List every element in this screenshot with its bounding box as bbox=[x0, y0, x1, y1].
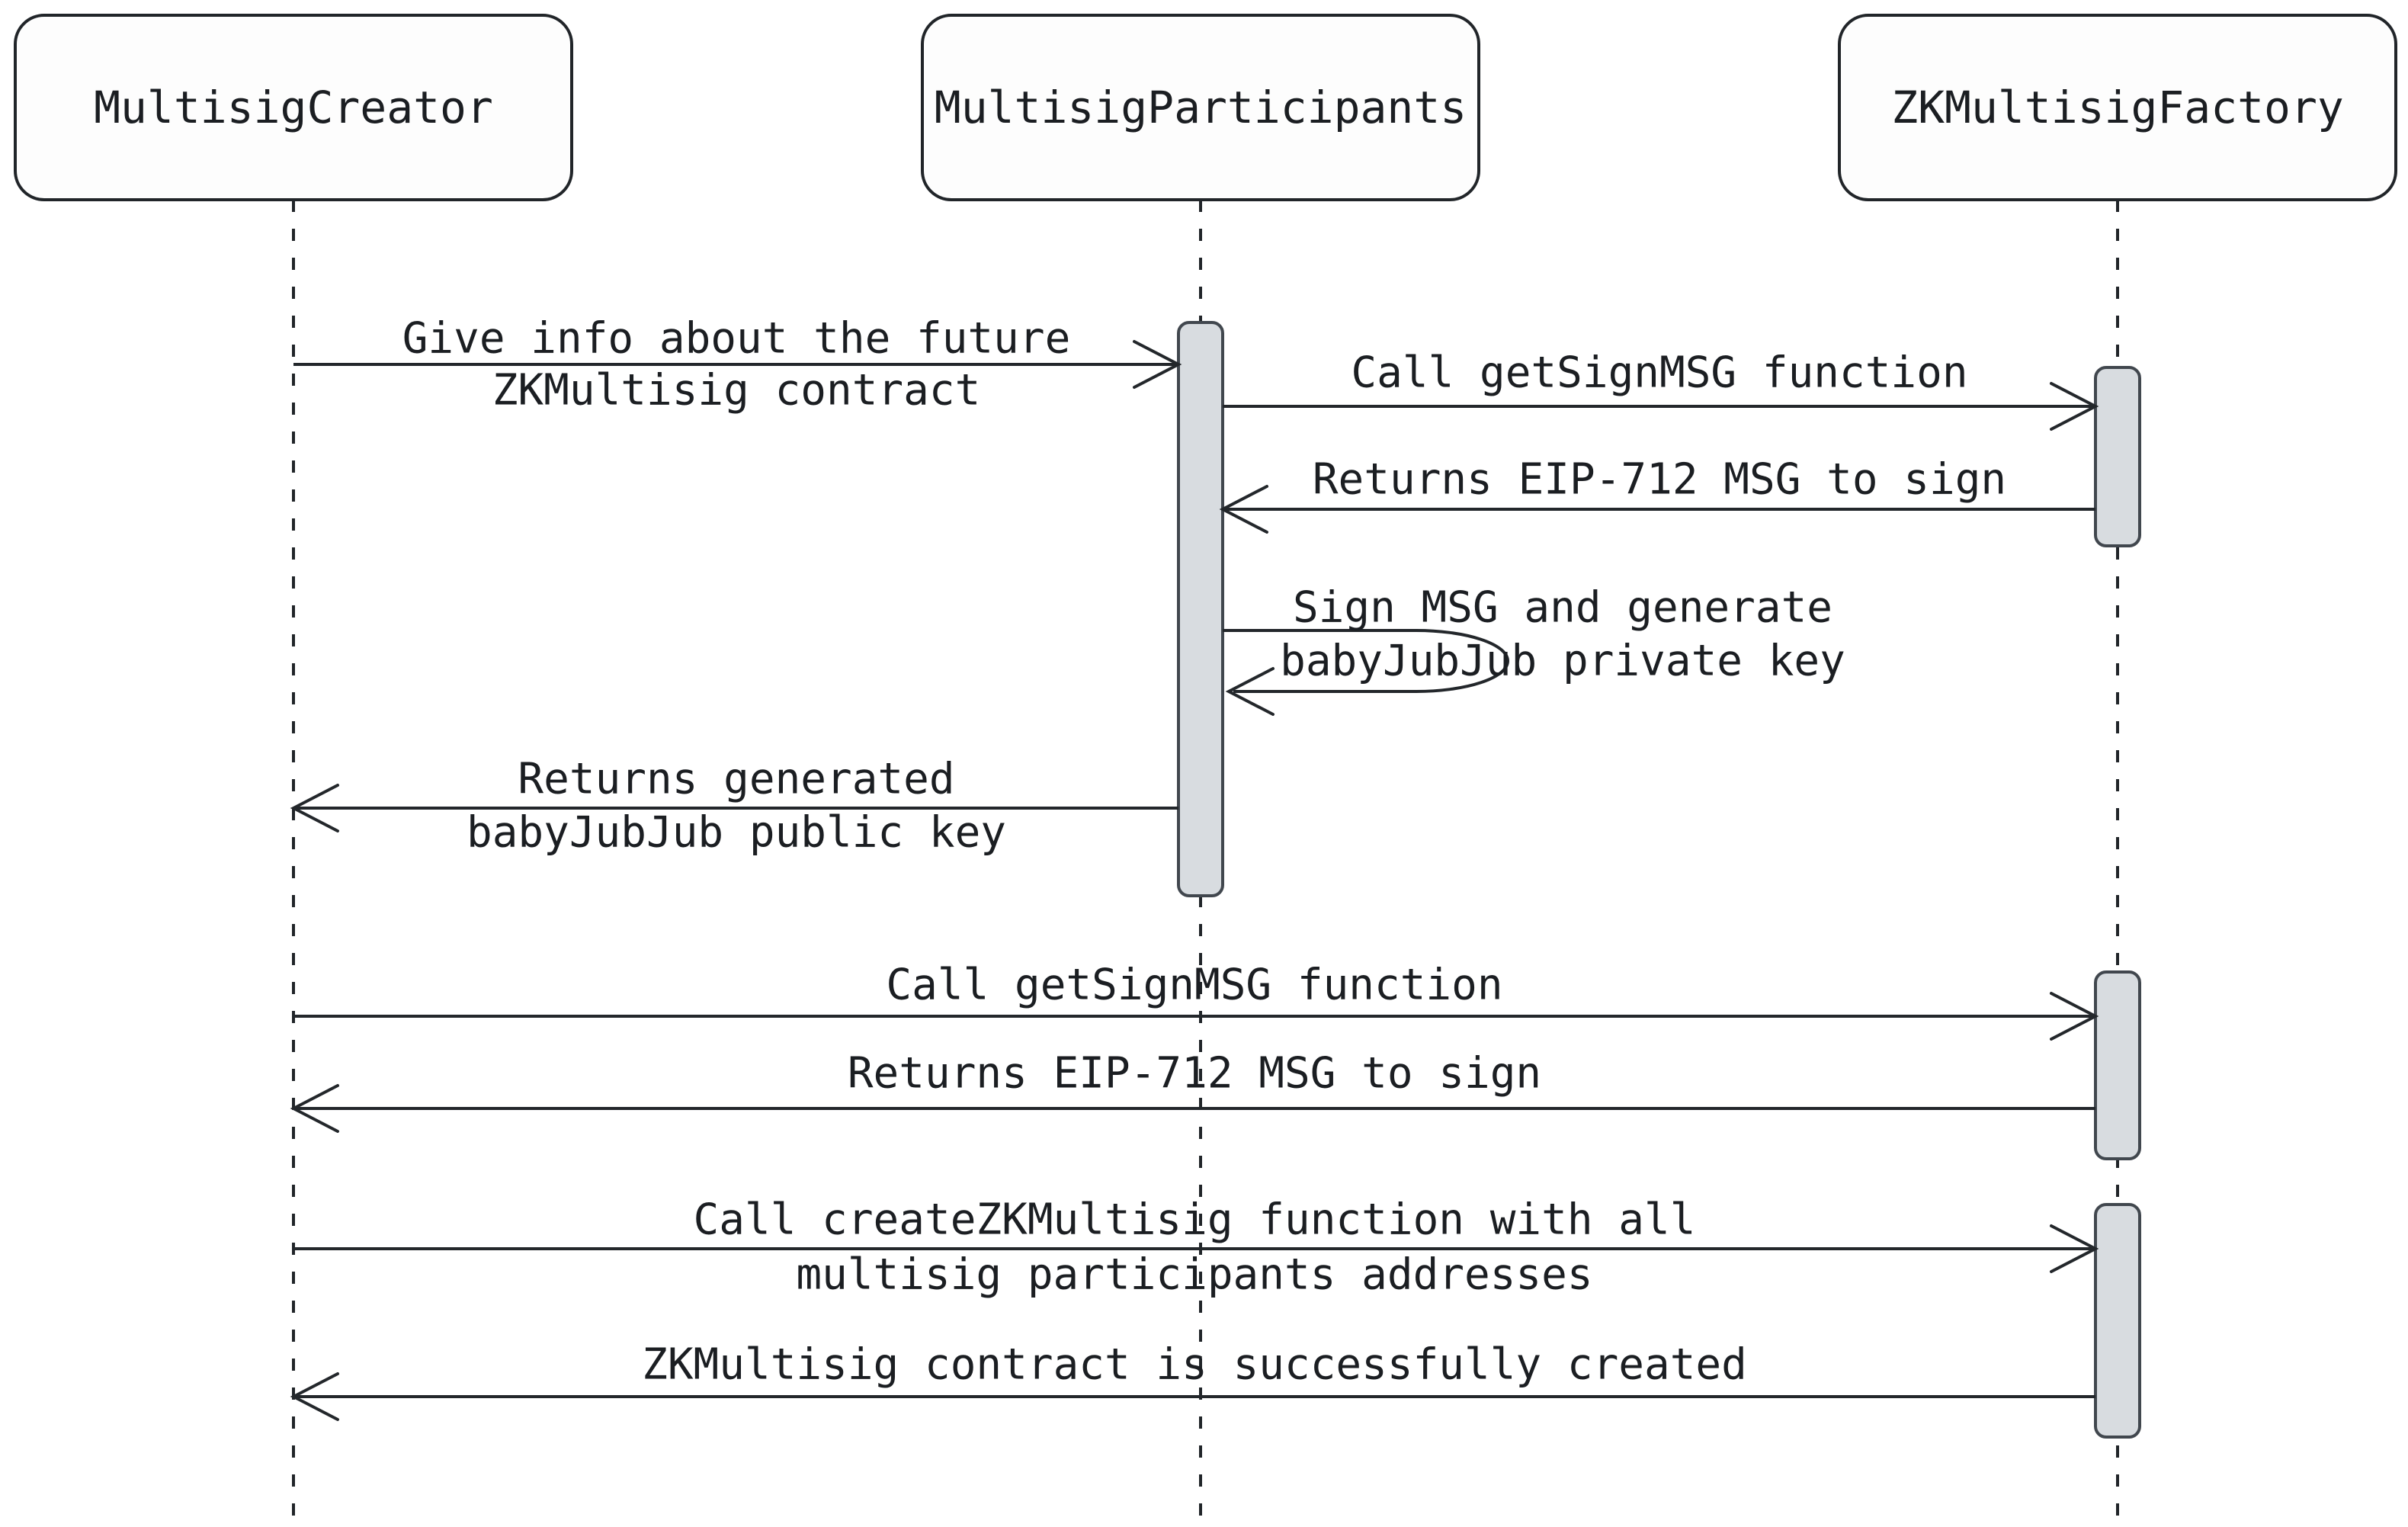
actor-box-creator-rect bbox=[14, 14, 573, 201]
arrow-left-icon bbox=[290, 1084, 339, 1133]
arrow-left-icon bbox=[290, 1372, 339, 1421]
message-returns-eip712-1: Returns EIP-712 MSG to sign bbox=[1219, 455, 2095, 534]
activation-bar-factory-1 bbox=[2094, 366, 2141, 547]
arrow-left-icon bbox=[1219, 485, 1268, 534]
message-call-createzkmultisig: Call createZKMultisig function with all … bbox=[293, 1195, 2099, 1300]
message-call-getsignmsg-1: Call getSignMSG function bbox=[1223, 348, 2099, 431]
message-returns-public-key: Returns generated babyJubJub public key bbox=[290, 755, 1178, 858]
message-text: Call getSignMSG function bbox=[1351, 348, 1967, 398]
activation-bars bbox=[1177, 321, 2141, 1439]
activation-bar-participants bbox=[1177, 321, 1224, 897]
arrow-right-icon bbox=[2050, 992, 2099, 1041]
activation-bar-factory-3 bbox=[2094, 1203, 2141, 1439]
actor-label-factory: ZKMultisigFactory bbox=[1891, 82, 2344, 133]
message-text: Give info about the future bbox=[402, 314, 1071, 364]
message-text: babyJubJub private key bbox=[1280, 637, 1845, 686]
message-text: Sign MSG and generate bbox=[1293, 583, 1832, 633]
message-text: Returns generated bbox=[518, 755, 954, 804]
arrow-right-icon bbox=[2050, 1224, 2099, 1273]
message-call-getsignmsg-2: Call getSignMSG function bbox=[293, 961, 2099, 1041]
actor-boxes: MultisigCreator MultisigParticipants ZKM… bbox=[14, 14, 2397, 201]
message-text: Call getSignMSG function bbox=[886, 961, 1502, 1010]
activation-bar-factory-2 bbox=[2094, 970, 2141, 1160]
actor-box-participants: MultisigParticipants bbox=[921, 14, 1480, 201]
actor-label-creator: MultisigCreator bbox=[94, 82, 493, 133]
message-text: Returns EIP-712 MSG to sign bbox=[848, 1049, 1541, 1099]
actor-box-factory: ZKMultisigFactory bbox=[1838, 14, 2397, 201]
message-give-info: Give info about the future ZKMultisig co… bbox=[293, 314, 1182, 415]
arrow-left-icon bbox=[1225, 667, 1275, 716]
message-text: Call createZKMultisig function with all bbox=[694, 1195, 1696, 1245]
message-text: multisig participants addresses bbox=[796, 1250, 1592, 1300]
message-text: ZKMultisig contract bbox=[492, 366, 981, 415]
message-text: ZKMultisig contract is successfully crea… bbox=[642, 1340, 1747, 1390]
arrow-left-icon bbox=[290, 784, 339, 832]
message-contract-created: ZKMultisig contract is successfully crea… bbox=[290, 1340, 2095, 1421]
actor-box-factory-rect bbox=[1838, 14, 2397, 201]
message-sign-msg-self-loop: Sign MSG and generate babyJubJub private… bbox=[1223, 583, 1845, 716]
self-loop-line bbox=[1223, 629, 1509, 693]
arrow-right-icon bbox=[2050, 382, 2099, 431]
actor-label-participants: MultisigParticipants bbox=[935, 82, 1467, 133]
actor-box-participants-rect bbox=[921, 14, 1480, 201]
actor-box-creator: MultisigCreator bbox=[14, 14, 573, 201]
message-text: babyJubJub public key bbox=[467, 808, 1006, 858]
arrow-right-icon bbox=[1133, 340, 1182, 389]
message-returns-eip712-2: Returns EIP-712 MSG to sign bbox=[290, 1049, 2095, 1133]
message-text: Returns EIP-712 MSG to sign bbox=[1313, 455, 2006, 505]
